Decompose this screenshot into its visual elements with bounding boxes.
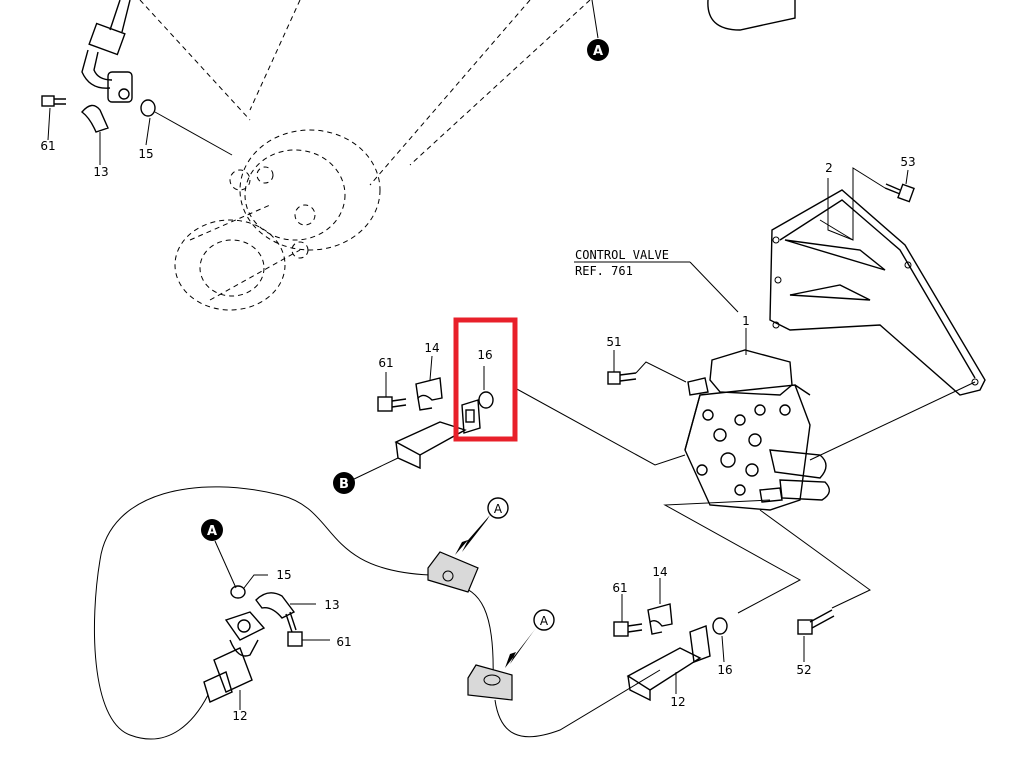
label-2: 2 <box>825 161 833 175</box>
clamp-13-top-left <box>80 104 109 165</box>
svg-text:B: B <box>339 477 349 492</box>
hydraulic-cylinder <box>139 0 591 311</box>
hose-routing-lines <box>514 381 976 614</box>
bolt-51 <box>607 350 687 385</box>
arrow-marker-a-upper: A <box>455 497 509 555</box>
oring-15-top-left <box>140 99 233 156</box>
label-51: 51 <box>606 335 621 349</box>
oring-16-highlighted <box>478 366 494 409</box>
label-14-lower-right: 14 <box>652 565 667 579</box>
label-14-middle: 14 <box>424 341 439 355</box>
control-valve-1 <box>684 328 830 511</box>
bolt-53 <box>884 169 915 203</box>
bolt-61-middle <box>377 372 407 412</box>
highlight-box-part-16 <box>453 317 518 442</box>
hose-clamp-block-lower <box>467 664 513 701</box>
label-13-lower: 13 <box>324 598 339 612</box>
label-61-lower: 61 <box>336 635 351 649</box>
fitting-top-left <box>81 0 133 103</box>
svg-text:A: A <box>207 524 217 539</box>
part-labels: 61 13 15 2 53 1 51 61 14 16 15 13 61 12 … <box>40 139 915 723</box>
marker-a-top: A <box>587 0 609 61</box>
label-16-middle: 16 <box>477 348 492 362</box>
svg-text:CONTROL VALVE: CONTROL VALVE <box>575 248 669 262</box>
fitting-flange-12-lower <box>203 611 266 710</box>
bolt-61-lower <box>285 611 330 647</box>
hose-clamp-block-upper <box>427 551 479 593</box>
clamp-14-middle <box>415 355 443 411</box>
label-61-middle: 61 <box>378 356 393 370</box>
svg-text:A: A <box>540 614 549 628</box>
tank-outline <box>707 0 796 31</box>
oring-16-lower-right <box>712 617 728 663</box>
label-15-top-left: 15 <box>138 147 153 161</box>
svg-text:A: A <box>494 502 503 516</box>
oring-15-lower <box>230 574 268 599</box>
label-16-lower-right: 16 <box>717 663 732 677</box>
arrow-marker-a-lower: A <box>505 609 555 668</box>
label-61-top-left: 61 <box>40 139 55 153</box>
label-12-lower: 12 <box>232 709 247 723</box>
label-12-lower-right: 12 <box>670 695 685 709</box>
label-1: 1 <box>742 314 750 328</box>
mounting-bracket-2 <box>769 167 986 396</box>
control-valve-label: CONTROL VALVE REF. 761 <box>574 248 739 313</box>
svg-text:A: A <box>593 44 603 59</box>
label-15-lower: 15 <box>276 568 291 582</box>
label-52: 52 <box>796 663 811 677</box>
label-53: 53 <box>900 155 915 169</box>
label-13-top-left: 13 <box>93 165 108 179</box>
bolt-61-top-left <box>41 95 66 141</box>
svg-text:REF. 761: REF. 761 <box>575 264 633 278</box>
bolt-52 <box>797 609 835 662</box>
marker-a-left: A <box>201 519 237 589</box>
fitting-hose-end-middle <box>351 399 481 481</box>
label-61-lower-right: 61 <box>612 581 627 595</box>
fitting-hose-end-12-lower-right <box>626 625 711 702</box>
hose-loop <box>93 486 661 740</box>
clamp-13-lower <box>255 592 316 619</box>
clamp-14-lower-right <box>647 578 673 635</box>
marker-b: B <box>333 472 355 494</box>
bolt-61-lower-right <box>613 594 643 637</box>
